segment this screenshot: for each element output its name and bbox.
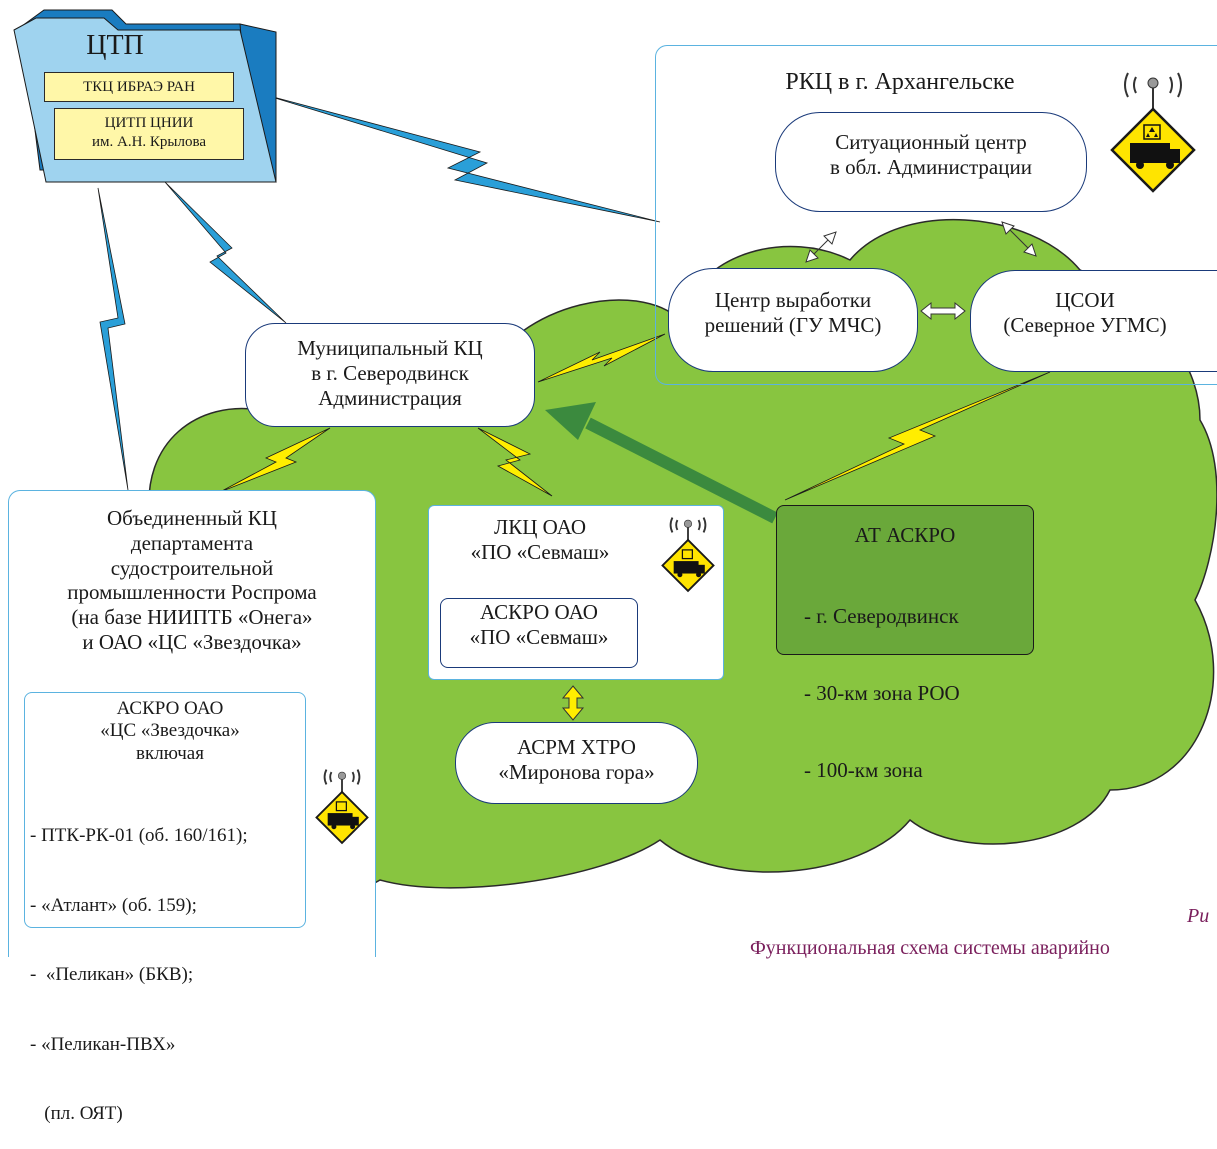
situational-center-label: Ситуационный центр в обл. Администрации: [775, 130, 1087, 180]
askro-sevmash-box: [440, 598, 638, 668]
lkc-line2: «ПО «Севмаш»: [470, 539, 610, 564]
ctp-title: ЦТП: [86, 30, 144, 61]
askro-zv-item: - «Атлант» (об. 159);: [30, 894, 197, 916]
csoi-label: ЦСОИ (Северное УГМС): [965, 288, 1205, 338]
lightning-municipal-rkc: [537, 333, 666, 383]
csoi-line1: ЦСОИ: [1055, 288, 1115, 312]
askro-zv-line1: АСКРО ОАО: [116, 698, 224, 719]
situational-center-node: [775, 112, 1087, 212]
ctp-box-citp: ЦИТП ЦНИИ им. А.Н. Крылова: [54, 108, 244, 160]
askro-sevmash-line2: «ПО «Севмаш»: [469, 624, 609, 649]
situational-line2: в обл. Администрации: [830, 154, 1032, 179]
lightning-csoi-at: [784, 371, 1051, 501]
askro-zv-item: - «Пеликан» (БКВ);: [30, 964, 194, 986]
ctp-box-tkc: ТКЦ ИБРАЭ РАН: [44, 72, 234, 102]
askro-zvezdochka-list: - ПТК-РК-01 (об. 160/161); - «Атлант» (о…: [30, 778, 248, 1149]
radiation-sign-rkc: [1110, 72, 1196, 193]
lkc-line1: ЛКЦ ОАО: [493, 515, 587, 539]
asrm-line1: АСРМ ХТРО: [517, 735, 636, 759]
ctp-box-tkc-label: ТКЦ ИБРАЭ РАН: [83, 79, 195, 95]
situational-line1: Ситуационный центр: [835, 130, 1027, 154]
rkc-box: [655, 45, 1217, 385]
csoi-node: [970, 270, 1217, 372]
at-askro-title: АТ АСКРО: [854, 523, 956, 547]
decision-center-node: [668, 268, 918, 372]
lightning-municipal-lkc: [477, 427, 553, 497]
askro-zv-line2: «ЦС «Звездочка»: [100, 720, 240, 742]
asrm-line2: «Миронова гора»: [498, 759, 655, 784]
lightning-ctp-municipal: [164, 181, 287, 324]
ctp-box-citp-line1: ЦИТП ЦНИИ: [104, 115, 194, 131]
lkc-label: ЛКЦ ОАО «ПО «Севмаш»: [440, 515, 640, 565]
csoi-line2: (Северное УГМС): [1003, 312, 1167, 337]
radiation-sign-lkc: [661, 517, 715, 593]
decision-line2: решений (ГУ МЧС): [704, 312, 882, 337]
municipal-line1: Муниципальный КЦ: [297, 336, 483, 360]
double-arrow-right: [1001, 221, 1037, 257]
at-askro-item: - 30-км зона РОО: [804, 681, 960, 706]
double-arrow-horizontal: [920, 301, 966, 321]
double-arrow-left: [805, 231, 837, 263]
municipal-kc-label: Муниципальный КЦ в г. Северодвинск Админ…: [245, 336, 535, 410]
asrm-node: [455, 722, 698, 804]
joint-line1: Объединенный КЦ: [107, 506, 277, 530]
askro-zvezdochka-box: [24, 692, 306, 928]
double-arrow-vertical: [561, 685, 585, 721]
joint-line4: промышленности Роспрома: [67, 580, 317, 605]
at-askro-list: - г. Северодвинск - 30-км зона РОО - 100…: [804, 553, 960, 809]
municipal-kc-node: [245, 323, 535, 427]
at-askro-item: - 100-км зона: [804, 757, 923, 782]
lightning-ctp-joint: [97, 187, 129, 491]
askro-zv-item: (пл. ОЯТ): [30, 1103, 123, 1125]
rkc-title: РКЦ в г. Архангельске: [785, 69, 1015, 95]
figure-caption: Функциональная схема системы аварийно: [750, 937, 1110, 959]
joint-line3: судостроительной: [110, 555, 274, 580]
green-arrow: [545, 402, 778, 524]
joint-line6: и ОАО «ЦС «Звездочка»: [82, 629, 302, 654]
at-askro-box: [776, 505, 1034, 655]
askro-sevmash-label: АСКРО ОАО «ПО «Севмаш»: [440, 600, 638, 650]
joint-line5: (на базе НИИПТБ «Онега»: [71, 605, 313, 630]
askro-sevmash-line1: АСКРО ОАО: [480, 600, 598, 624]
joint-kc-label: Объединенный КЦ департамента судостроите…: [8, 506, 376, 655]
askro-zv-item: - ПТК-РК-01 (об. 160/161);: [30, 825, 248, 847]
decision-center-label: Центр выработки решений (ГУ МЧС): [668, 288, 918, 338]
askro-zv-item: - «Пеликан-ПВХ»: [30, 1033, 176, 1055]
ctp-box-citp-line2: им. А.Н. Крылова: [91, 133, 207, 150]
radiation-sign-zvezdochka: [315, 769, 369, 845]
asrm-label: АСРМ ХТРО «Миронова гора»: [455, 735, 698, 785]
municipal-line3: Администрация: [318, 385, 462, 410]
joint-line2: департамента: [130, 530, 254, 555]
askro-zvezdochka-header: АСКРО ОАО «ЦС «Звездочка» включая: [60, 698, 280, 765]
lightning-ctp-rkc: [261, 93, 661, 223]
municipal-line2: в г. Северодвинск: [311, 360, 469, 385]
at-askro-item: - г. Северодвинск: [804, 604, 959, 629]
decision-line1: Центр выработки: [714, 288, 872, 312]
askro-zv-line3: включая: [136, 742, 204, 764]
figure-label: Ри: [1187, 905, 1210, 927]
